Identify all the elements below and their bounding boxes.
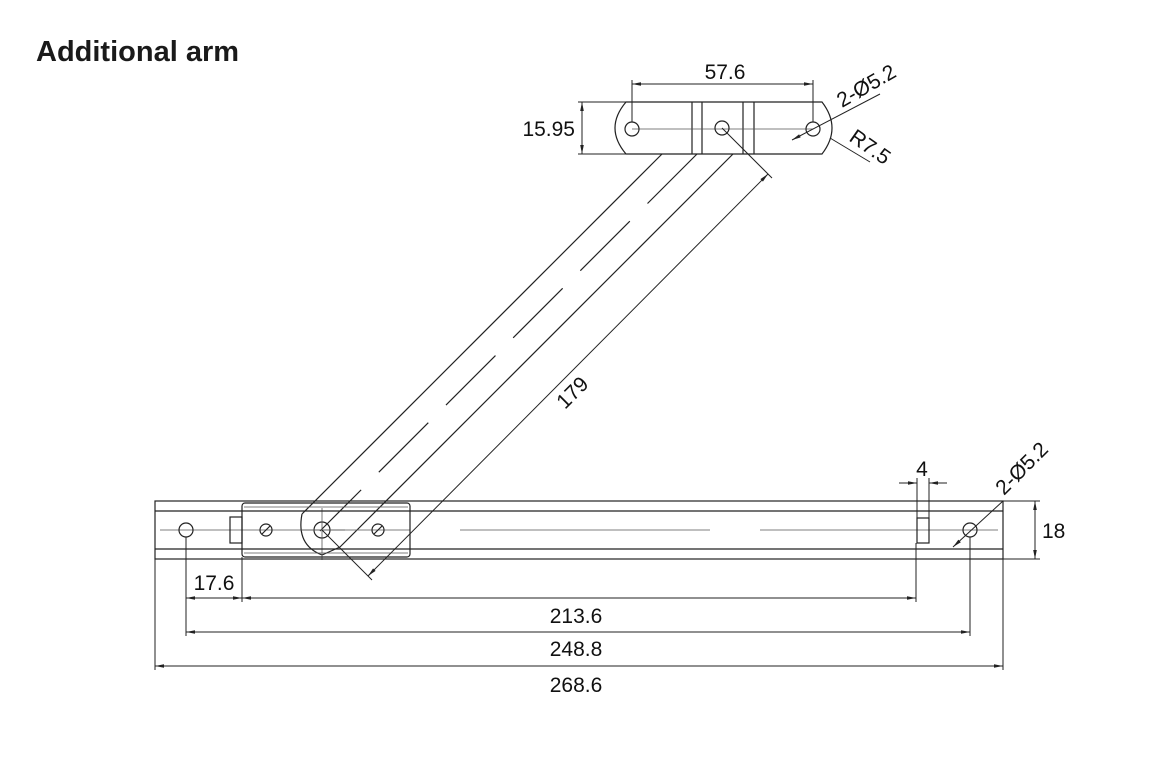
screw-icon <box>259 523 273 537</box>
svg-text:248.8: 248.8 <box>550 638 603 661</box>
svg-text:15.95: 15.95 <box>522 118 575 141</box>
arm <box>300 153 734 560</box>
page-title: Additional arm <box>36 36 240 68</box>
svg-text:17.6: 17.6 <box>194 572 235 595</box>
svg-text:4: 4 <box>916 458 928 481</box>
rail <box>154 500 1004 560</box>
svg-text:57.6: 57.6 <box>705 61 746 84</box>
svg-text:18: 18 <box>1042 520 1065 543</box>
dimension-17-6: 17.6 <box>186 572 242 600</box>
svg-text:2-Ø5.2: 2-Ø5.2 <box>991 438 1053 500</box>
extension-lines <box>154 537 1004 670</box>
dimension-248-8: 248.8 <box>186 630 970 661</box>
dimension-4: 4 <box>899 458 947 518</box>
svg-text:268.6: 268.6 <box>550 674 603 697</box>
dimension-18: 18 <box>1003 500 1065 560</box>
bracket-pivot-hole <box>714 120 730 136</box>
dimension-bracket-holes: 2-Ø5.2 <box>791 60 900 141</box>
dimension-r7-5: R7.5 <box>829 125 895 170</box>
svg-text:179: 179 <box>552 372 593 413</box>
dimension-268-6: 268.6 <box>155 664 1003 697</box>
svg-text:213.6: 213.6 <box>550 605 603 628</box>
dimension-15-95: 15.95 <box>522 101 626 155</box>
svg-text:2-Ø5.2: 2-Ø5.2 <box>833 60 900 112</box>
dimension-179: 179 <box>321 127 773 581</box>
top-bracket <box>614 101 833 155</box>
dimension-213-6: 213.6 <box>242 596 916 628</box>
dimension-57-6: 57.6 <box>631 61 814 122</box>
rail-slot <box>916 517 930 544</box>
svg-text:R7.5: R7.5 <box>845 125 895 169</box>
